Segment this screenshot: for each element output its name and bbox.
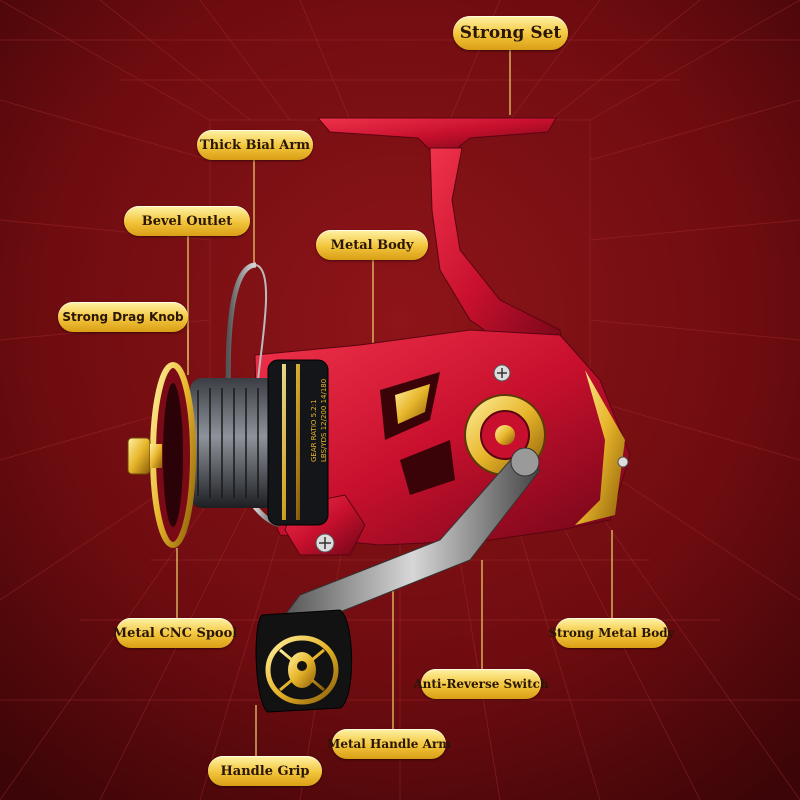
- reel-body: [254, 329, 631, 546]
- callout-thick-bial-arm: Thick Bial Arm: [197, 130, 313, 160]
- drag-knob: [127, 437, 151, 475]
- body-gold-trim: [575, 370, 625, 525]
- callout-strong-metal-body: Strong Metal Body: [548, 618, 675, 648]
- callout-bevel-outlet: Bevel Outlet: [124, 206, 250, 236]
- leader-lines: [176, 48, 613, 757]
- callout-metal-body: Metal Body: [316, 230, 428, 260]
- spool: [190, 378, 290, 508]
- callout-anti-reverse-switch: Anti-Reverse Switch: [413, 669, 549, 699]
- callout-handle-grip: Handle Grip: [208, 756, 322, 786]
- spool-print-capacity: LBS/YDS 12/200 14/180: [320, 379, 328, 462]
- fishing-reel: GEAR RATIO 5.2:1 LBS/YDS 12/200 14/180: [127, 117, 631, 713]
- callout-strong-set: Strong Set: [453, 16, 568, 50]
- callout-metal-cnc-spool: Metal CNC Spool: [113, 618, 237, 648]
- callout-strong-drag-knob: Strong Drag Knob: [58, 302, 188, 332]
- spool-print-ratio: GEAR RATIO 5.2:1: [310, 399, 318, 462]
- callout-metal-handle-arm: Metal Handle Arm: [327, 729, 451, 759]
